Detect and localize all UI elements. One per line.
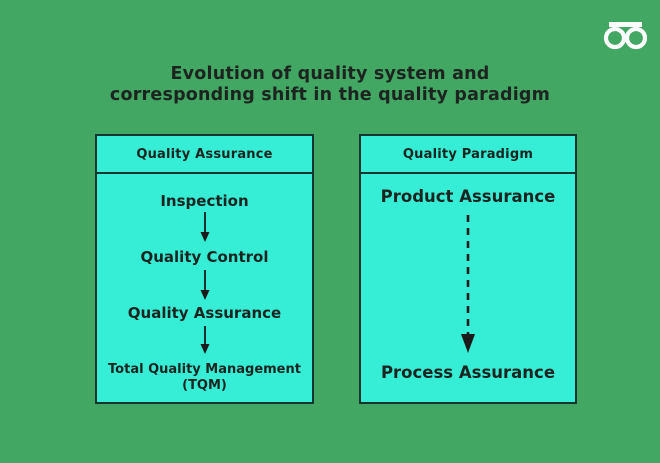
down-arrow-icon	[200, 212, 209, 242]
step-inspection: Inspection	[160, 192, 249, 210]
step-total-quality-management: Total Quality Management (TQM)	[97, 362, 312, 394]
tqm-line-2: (TQM)	[182, 378, 227, 393]
step-quality-assurance: Quality Assurance	[127, 304, 282, 322]
dashed-down-arrow-icon	[461, 215, 475, 353]
title-line-1: Evolution of quality system and	[170, 64, 490, 84]
diagram-title: Evolution of quality system and correspo…	[0, 64, 660, 106]
quality-system-panel-header: Quality Assurance	[97, 136, 312, 174]
quality-system-panel: Quality Assurance Inspection Quality Con…	[95, 134, 314, 404]
step-product-assurance: Product Assurance	[380, 187, 556, 206]
down-arrow-icon	[200, 326, 209, 354]
tqm-line-1: Total Quality Management	[108, 362, 301, 377]
step-process-assurance: Process Assurance	[380, 363, 556, 382]
step-quality-control: Quality Control	[140, 248, 269, 266]
geeksforgeeks-logo-icon	[603, 22, 648, 50]
down-arrow-icon	[200, 270, 209, 300]
title-line-2: corresponding shift in the quality parad…	[109, 85, 551, 105]
quality-paradigm-panel: Quality Paradigm Product Assurance Proce…	[359, 134, 577, 404]
quality-paradigm-panel-header: Quality Paradigm	[361, 136, 575, 174]
